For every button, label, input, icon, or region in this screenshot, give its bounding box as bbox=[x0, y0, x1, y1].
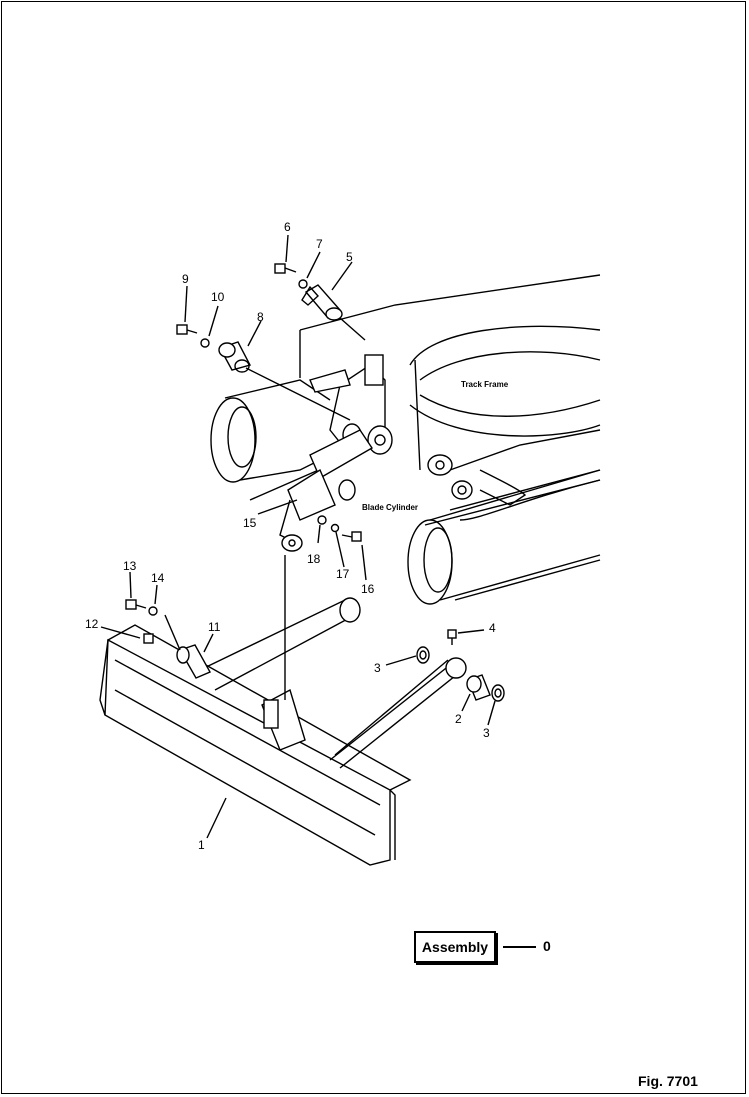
callout-16: 16 bbox=[361, 582, 375, 596]
washer-7 bbox=[298, 279, 308, 289]
callout-3-right: 3 bbox=[483, 726, 490, 740]
assembly-leader-line bbox=[503, 946, 536, 948]
bolt-13 bbox=[125, 599, 147, 610]
assembly-reference-number[interactable]: 0 bbox=[543, 938, 551, 954]
pin-5 bbox=[301, 284, 343, 321]
blade-cylinder bbox=[279, 429, 373, 552]
figure-caption: Fig. 7701 bbox=[638, 1073, 698, 1089]
leader-lines bbox=[100, 234, 496, 839]
callout-6: 6 bbox=[284, 220, 291, 234]
washer-10 bbox=[200, 338, 210, 348]
bolt-9 bbox=[176, 324, 198, 335]
nut-3-right bbox=[491, 684, 505, 702]
washer-18 bbox=[317, 515, 327, 525]
callout-15: 15 bbox=[243, 516, 257, 530]
blade-arms bbox=[199, 555, 467, 769]
callout-12: 12 bbox=[85, 617, 99, 631]
callout-14: 14 bbox=[151, 571, 165, 585]
bushing-2 bbox=[466, 674, 491, 701]
nut-3-left bbox=[416, 646, 430, 664]
bushing-8 bbox=[218, 341, 252, 373]
callout-9: 9 bbox=[182, 272, 189, 286]
washer-17 bbox=[330, 523, 340, 533]
callout-10: 10 bbox=[211, 290, 225, 304]
callout-7: 7 bbox=[316, 237, 323, 251]
bolt-16 bbox=[341, 531, 362, 542]
callout-1: 1 bbox=[198, 838, 205, 852]
blade-cylinder-label: Blade Cylinder bbox=[362, 503, 418, 512]
track-frame bbox=[210, 274, 601, 605]
dozer-blade bbox=[99, 624, 412, 866]
nut-12 bbox=[143, 633, 154, 644]
bolt-6 bbox=[274, 263, 297, 274]
assembly-button[interactable]: Assembly bbox=[414, 931, 496, 963]
callout-5: 5 bbox=[346, 250, 353, 264]
track-frame-label: Track Frame bbox=[461, 380, 509, 389]
grease-fitting-4 bbox=[447, 629, 457, 645]
callout-4: 4 bbox=[489, 621, 496, 635]
washer-14 bbox=[148, 606, 158, 616]
callout-3-left: 3 bbox=[374, 661, 381, 675]
callout-8: 8 bbox=[257, 310, 264, 324]
callout-18: 18 bbox=[307, 552, 321, 566]
callout-numbers: 1 2 3 3 4 5 6 7 8 9 10 11 12 13 14 15 16… bbox=[85, 220, 496, 852]
callout-11: 11 bbox=[208, 620, 221, 634]
callout-2: 2 bbox=[455, 712, 462, 726]
callout-17: 17 bbox=[336, 567, 350, 581]
callout-13: 13 bbox=[123, 559, 137, 573]
pin-11 bbox=[176, 644, 211, 679]
